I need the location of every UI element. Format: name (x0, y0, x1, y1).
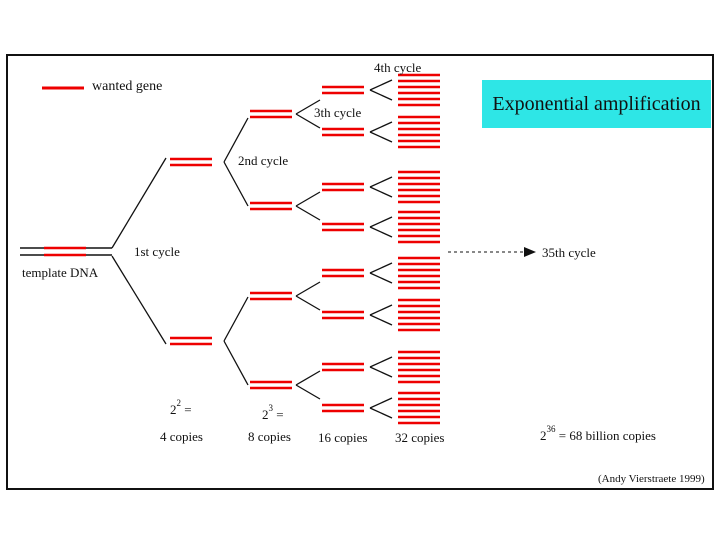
branch-line (369, 226, 393, 238)
second-cycle-label: 2nd cycle (238, 153, 289, 168)
eight-copies-power: 23 = (262, 403, 284, 422)
eight-copies-label: 8 copies (248, 429, 291, 444)
template-dna-label: template DNA (22, 265, 99, 280)
branch-line (369, 356, 393, 368)
branch-line (369, 121, 393, 133)
branch-line (369, 407, 393, 419)
branch-line (223, 161, 249, 207)
branch-line (369, 79, 393, 91)
branch-line (369, 216, 393, 228)
branch-line (295, 99, 321, 115)
thirtytwo-copies-label: 32 copies (395, 430, 445, 445)
fourth-cycle-label: 4th cycle (374, 60, 422, 75)
branch-line (369, 262, 393, 274)
arrow-head-icon (524, 247, 536, 257)
four-copies-power: 22 = (170, 398, 192, 417)
branch-line (223, 296, 249, 342)
branch-line (369, 131, 393, 143)
branch-line (295, 191, 321, 207)
final-copies-label: 236 = 68 billion copies (540, 424, 656, 443)
branch-line (369, 314, 393, 326)
branch-line (295, 384, 321, 400)
branch-line (369, 397, 393, 409)
branch-line (111, 157, 167, 249)
credit-label: (Andy Vierstraete 1999) (598, 473, 705, 485)
branch-line (369, 186, 393, 198)
third-cycle-label: 3th cycle (314, 105, 362, 120)
branch-line (295, 113, 321, 129)
branch-line (223, 117, 249, 163)
branch-line (369, 304, 393, 316)
branch-line (223, 340, 249, 386)
branch-line (295, 370, 321, 386)
legend-label: wanted gene (92, 79, 163, 94)
branch-line (295, 205, 321, 221)
four-copies-label: 4 copies (160, 429, 203, 444)
first-cycle-label: 1st cycle (134, 244, 180, 259)
branch-line (295, 281, 321, 297)
diagram-title: Exponential amplification (482, 80, 711, 128)
branch-line (369, 366, 393, 378)
sixteen-copies-label: 16 copies (318, 430, 368, 445)
branch-line (369, 89, 393, 101)
branch-line (369, 272, 393, 284)
branch-line (295, 295, 321, 311)
branch-line (369, 176, 393, 188)
branch-line (111, 255, 167, 345)
final-cycle-label: 35th cycle (542, 245, 596, 260)
